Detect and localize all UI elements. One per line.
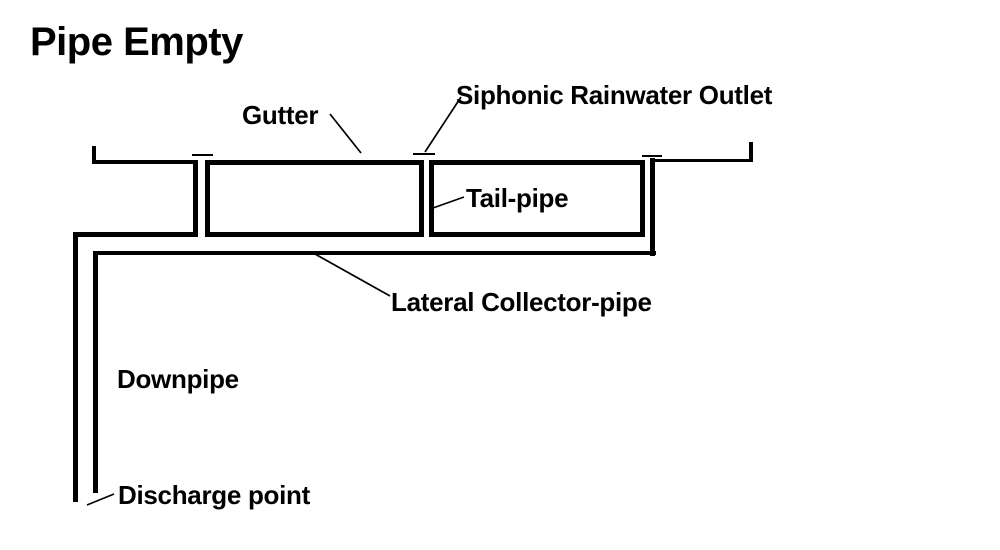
tail-pipe-label: Tail-pipe [466, 183, 569, 213]
outlet-tick-2 [413, 153, 435, 155]
page-title: Pipe Empty [30, 20, 243, 64]
downpipe-outer-wall [73, 232, 78, 502]
collector-bottom-wall [93, 251, 656, 255]
gutter-leader-line [329, 113, 362, 154]
roof-edge-left-tick [92, 146, 96, 164]
roof-edge-right-tick [749, 142, 753, 162]
downpipe-label: Downpipe [117, 364, 239, 394]
gutter-label: Gutter [242, 100, 319, 130]
tailpipe-leader-line [432, 196, 465, 209]
lateral-leader-line [314, 253, 391, 297]
collector-top-wall [73, 232, 198, 237]
gutter-section-2 [429, 160, 645, 237]
roofline-left-segment [92, 160, 198, 164]
outlet-tick-3 [642, 155, 662, 157]
discharge-point-label: Discharge point [118, 480, 310, 510]
siphonic-outlet-label: Siphonic Rainwater Outlet [456, 80, 773, 110]
tailpipe-outer-wall [650, 158, 655, 256]
outlet-tick-1 [192, 154, 213, 156]
gutter-section-1 [205, 160, 424, 237]
siphonic-leader-line [424, 96, 462, 153]
outlet1-drop-wall [193, 160, 198, 237]
discharge-leader-line [86, 493, 115, 506]
downpipe-inner-wall [93, 251, 98, 493]
lateral-collector-label: Lateral Collector-pipe [391, 287, 652, 317]
roofline-right-segment [655, 159, 752, 162]
